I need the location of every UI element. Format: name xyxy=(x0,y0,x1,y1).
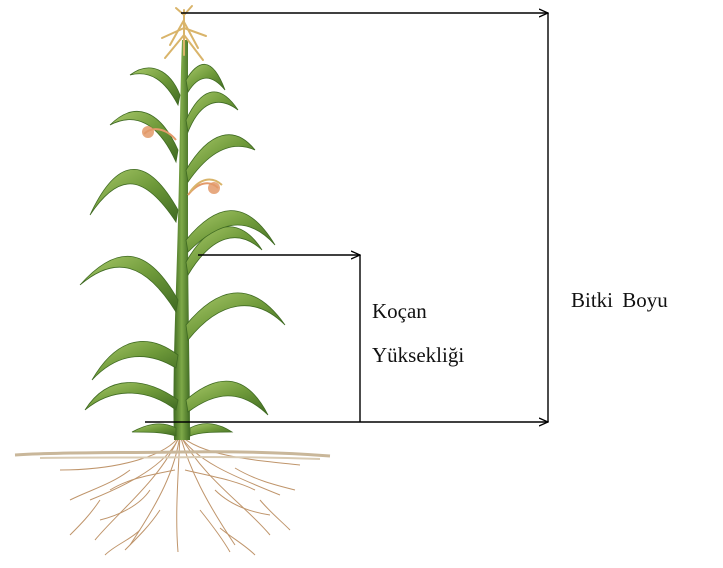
ear-height-bracket xyxy=(198,255,360,422)
ear-height-label-line1: Koçan xyxy=(372,301,427,322)
tassel xyxy=(162,6,206,60)
plant-height-label: Bitki Boyu xyxy=(571,290,668,311)
soil-line xyxy=(15,452,330,459)
ear-height-label-line2: Yüksekliği xyxy=(372,345,464,366)
